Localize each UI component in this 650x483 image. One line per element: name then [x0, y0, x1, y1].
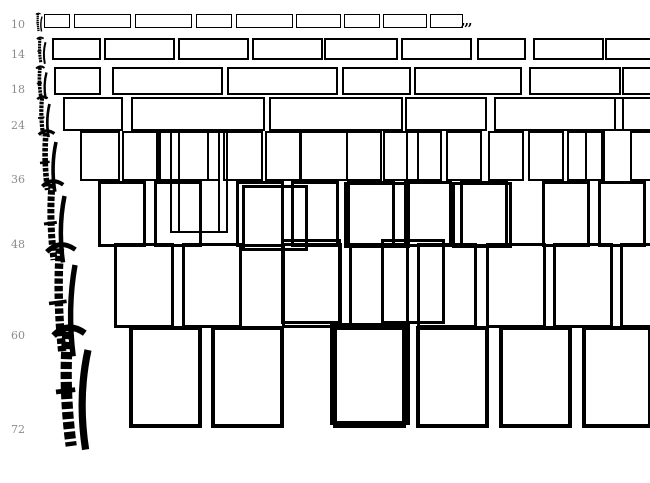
size-label-36: 36 [11, 173, 25, 186]
missing-glyph-box [236, 14, 293, 28]
missing-glyph-box [242, 185, 308, 251]
missing-glyph-box [605, 38, 650, 60]
missing-glyph-box [553, 243, 613, 328]
missing-glyph-box [330, 323, 410, 425]
missing-glyph-box [477, 38, 526, 60]
size-label-18: 18 [11, 83, 25, 96]
size-label-60: 60 [11, 329, 25, 342]
size-label-14: 14 [11, 48, 25, 61]
missing-glyph-box [333, 326, 406, 428]
missing-glyph-box [80, 131, 120, 181]
size-label-24: 24 [11, 119, 25, 132]
missing-glyph-box [414, 67, 522, 95]
missing-glyph-box [54, 67, 101, 95]
missing-glyph-box [74, 14, 131, 28]
missing-glyph-box [236, 181, 284, 247]
ornate-initial-glyph [35, 12, 43, 32]
missing-glyph-box [406, 131, 442, 181]
missing-glyph-box [269, 97, 403, 131]
missing-glyph-box [488, 131, 524, 181]
missing-glyph-box [529, 67, 621, 95]
missing-glyph-box [182, 243, 242, 328]
missing-glyph-box [135, 14, 192, 28]
missing-glyph-box [585, 131, 605, 181]
missing-glyph-box [196, 14, 232, 28]
missing-glyph-box [227, 67, 338, 95]
missing-glyph-box [499, 326, 572, 428]
missing-glyph-box [383, 131, 419, 181]
missing-glyph-box [223, 131, 263, 181]
missing-glyph-box [452, 182, 512, 248]
missing-glyph-box [533, 38, 604, 60]
missing-glyph-box [630, 131, 650, 181]
missing-glyph-box [381, 239, 445, 324]
missing-glyph-box [405, 97, 487, 131]
missing-glyph-box [622, 67, 650, 95]
ornate-initial-glyph [51, 324, 92, 451]
missing-glyph-box [170, 131, 220, 233]
missing-glyph-box [300, 131, 348, 181]
missing-glyph-box [104, 38, 175, 60]
missing-glyph-box [620, 243, 650, 328]
missing-glyph-box [98, 181, 146, 247]
ornate-initial-glyph [36, 36, 47, 64]
missing-glyph-box [281, 239, 341, 324]
missing-glyph-box [342, 67, 411, 95]
missing-glyph-box [63, 97, 123, 131]
missing-glyph-box [265, 131, 301, 181]
missing-glyph-box [344, 14, 380, 28]
missing-glyph-box [114, 243, 174, 328]
missing-glyph-box [344, 182, 410, 248]
size-label-48: 48 [11, 238, 25, 251]
sample-tail-10: ,,, [461, 14, 473, 29]
missing-glyph-box [542, 181, 590, 247]
missing-glyph-box [416, 326, 489, 428]
missing-glyph-box [446, 131, 482, 181]
missing-glyph-box [401, 38, 472, 60]
missing-glyph-box [52, 38, 101, 60]
missing-glyph-box [296, 14, 341, 28]
missing-glyph-box [528, 131, 564, 181]
missing-glyph-box [178, 38, 249, 60]
missing-glyph-box [122, 131, 158, 181]
missing-glyph-box [494, 97, 624, 131]
ornate-initial-glyph [35, 65, 48, 100]
missing-glyph-box [211, 326, 284, 428]
missing-glyph-box [404, 181, 452, 247]
missing-glyph-box [383, 14, 427, 28]
missing-glyph-box [486, 243, 546, 328]
missing-glyph-box [131, 97, 265, 131]
missing-glyph-box [346, 131, 382, 181]
missing-glyph-box [582, 326, 650, 428]
ornate-initial-glyph [45, 242, 78, 357]
missing-glyph-box [129, 326, 202, 428]
size-label-10: 10 [11, 18, 25, 31]
missing-glyph-box [598, 181, 646, 247]
missing-glyph-box [324, 38, 398, 60]
missing-glyph-box [44, 14, 70, 28]
missing-glyph-box [614, 97, 650, 131]
missing-glyph-box [430, 14, 463, 28]
ornate-initial-glyph [40, 179, 67, 263]
missing-glyph-box [112, 67, 223, 95]
size-label-72: 72 [11, 423, 25, 436]
missing-glyph-box [252, 38, 323, 60]
